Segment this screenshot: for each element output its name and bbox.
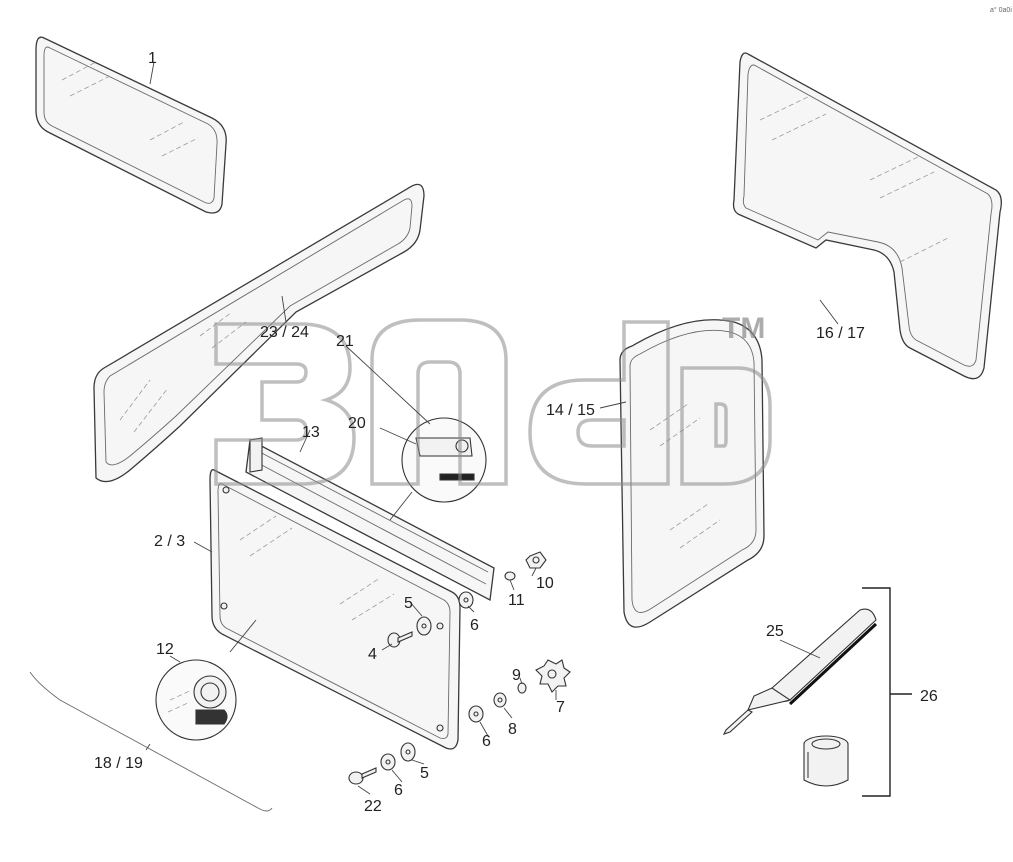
callout-5-upper: 5 — [404, 595, 413, 612]
part-26-tape-spool — [803, 735, 849, 787]
hardware-8-washer — [493, 692, 507, 708]
callout-9: 9 — [512, 667, 521, 684]
hardware-6-washer-top — [458, 591, 474, 609]
hardware-6-washer-bottom — [380, 753, 396, 771]
hardware-7-star-knob — [535, 659, 571, 693]
part-18-19-lower-glass — [29, 671, 273, 812]
group-bracket-26 — [862, 587, 912, 797]
hardware-5-washer-bottom — [400, 742, 416, 762]
callout-21: 21 — [336, 333, 354, 350]
hardware-6-washer-mid — [468, 705, 484, 723]
hardware-4-screw — [387, 631, 413, 648]
callout-22: 22 — [364, 798, 382, 815]
watermark-tm: TM — [722, 312, 765, 345]
leader-lines — [145, 61, 839, 795]
callout-8: 8 — [508, 721, 517, 738]
watermark-logo: TM — [214, 312, 772, 486]
hardware-22-screw — [348, 767, 377, 785]
detail-12-callout-circle — [155, 659, 237, 741]
callout-7: 7 — [556, 699, 565, 716]
callout-25: 25 — [766, 623, 784, 640]
hardware-10-nut — [525, 551, 547, 569]
callout-10: 10 — [536, 575, 554, 592]
callout-16-17: 16 / 17 — [816, 325, 865, 342]
callout-18-19: 18 / 19 — [94, 755, 143, 772]
callout-6-lower: 6 — [394, 782, 403, 799]
callout-11: 11 — [508, 592, 525, 609]
callout-14-15: 14 / 15 — [546, 402, 595, 419]
callout-12: 12 — [156, 641, 174, 658]
callout-5-lower: 5 — [420, 765, 429, 782]
part-25-sealant-tube — [722, 608, 878, 735]
callout-1: 1 — [148, 50, 157, 67]
callout-23-24: 23 / 24 — [260, 324, 309, 341]
callout-4: 4 — [368, 646, 377, 663]
part-13-rail — [245, 437, 495, 602]
part-14-15-door-glass — [619, 319, 765, 628]
hardware-11-washer — [504, 571, 516, 581]
callout-26: 26 — [920, 688, 938, 705]
part-2-3-slider-glass — [209, 469, 461, 750]
callout-2-3: 2 / 3 — [154, 533, 185, 550]
callout-6-upper: 6 — [470, 617, 479, 634]
callout-13: 13 — [302, 424, 320, 441]
part-16-17-rear-glass — [732, 52, 1002, 380]
detail-20-callout-circle — [389, 417, 487, 521]
callout-6-middle: 6 — [482, 733, 491, 750]
figure-code: a° 0a0i — [990, 6, 1012, 14]
part-23-24-side-glass — [93, 183, 425, 483]
part-1-window-glass — [35, 36, 227, 214]
hardware-9-nut — [517, 682, 527, 694]
hardware-5-washer — [416, 616, 432, 636]
callout-20: 20 — [348, 415, 366, 432]
